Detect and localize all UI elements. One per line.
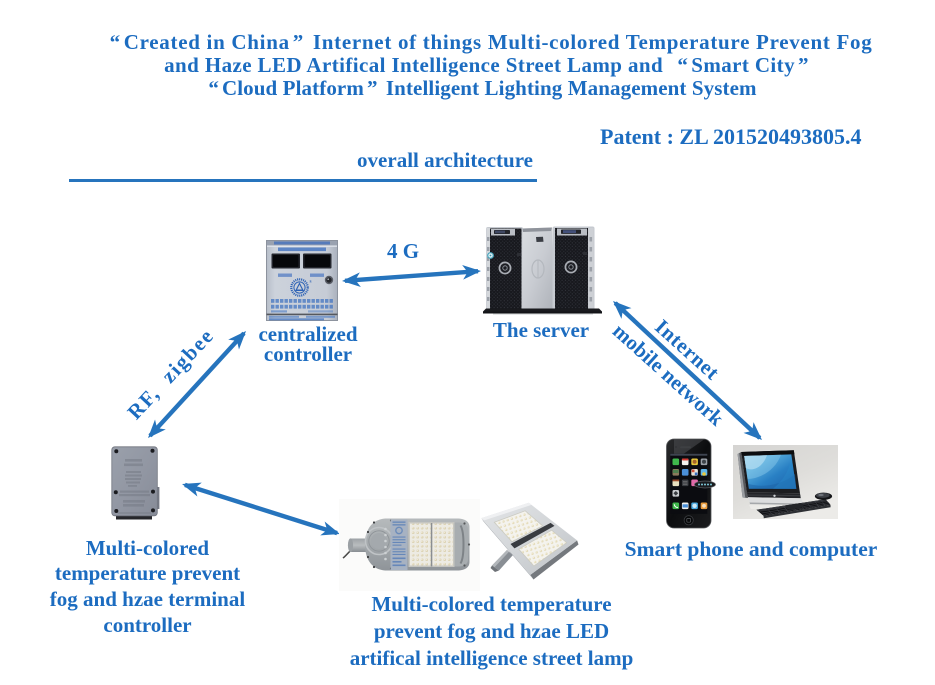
svg-text:®: ®	[309, 279, 312, 284]
